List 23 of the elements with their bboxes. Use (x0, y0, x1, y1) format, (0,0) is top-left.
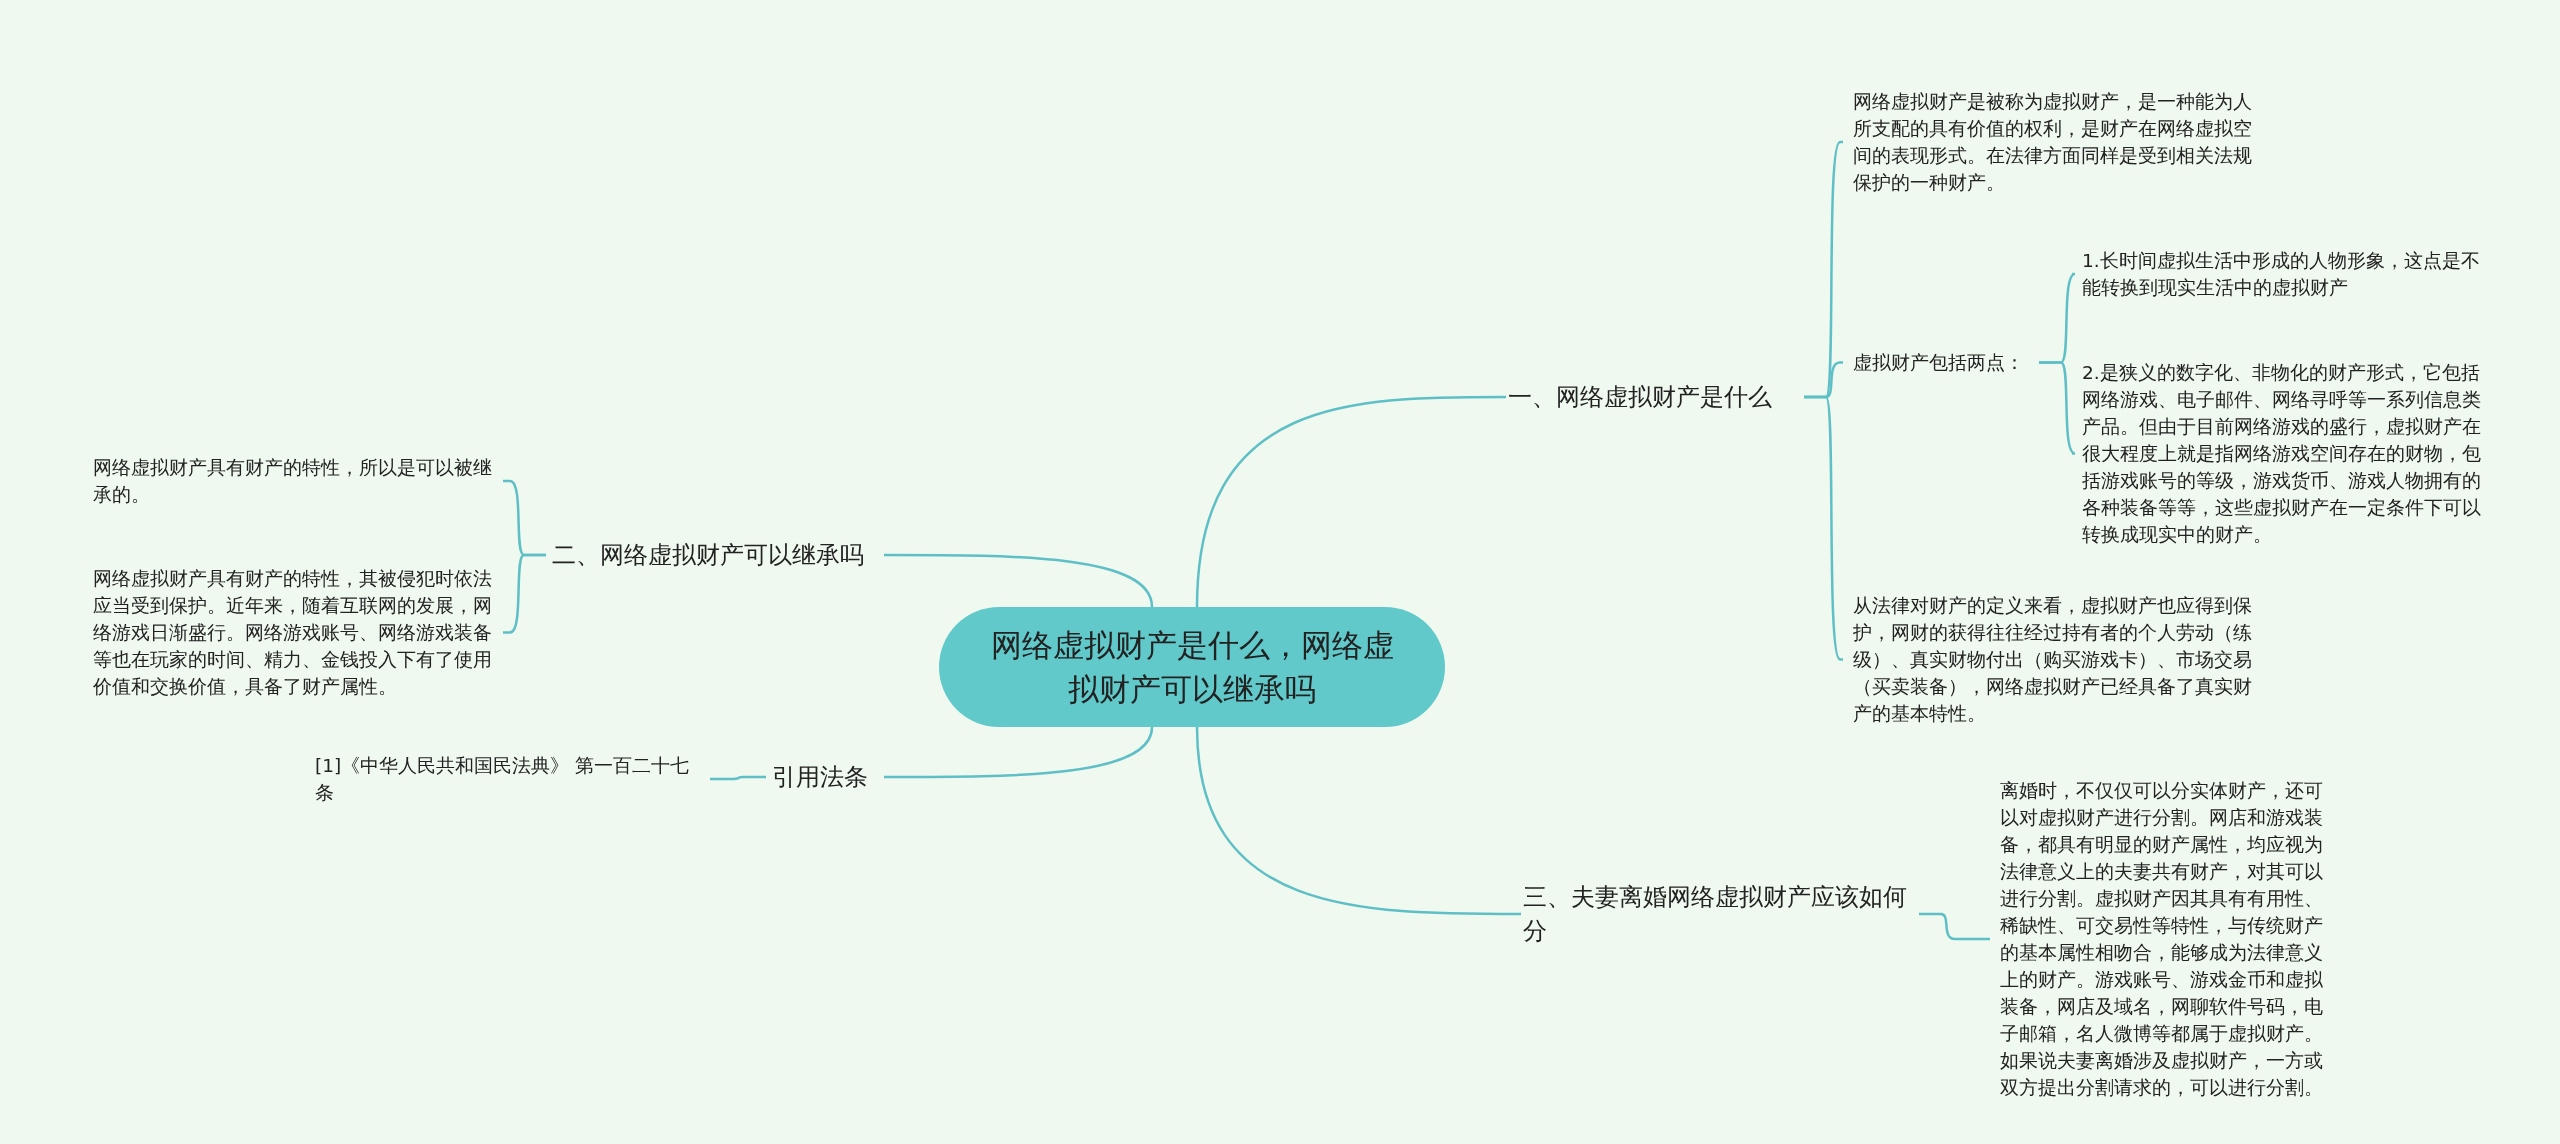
branch-topic: 引用法条 (772, 762, 869, 793)
connector-line (2039, 361, 2077, 455)
branch-topic: 三、夫妻离婚网络虚拟财产应该如何分 (1523, 882, 1908, 947)
note-text: 虚拟财产包括两点： (1853, 351, 2025, 375)
connector-line (1804, 395, 1843, 661)
connector-line (1195, 726, 1521, 916)
note-text: 网络虚拟财产具有财产的特性，其被侵犯时依法应当受到保护。近年来，随着互联网的发展，网络游戏日渐盛行。网络游戏账号、网络游戏装备等也在玩家的时间、精力、金钱投入下有了使用价值和交换价值，具备了财产属性。 (93, 567, 493, 699)
connector-line (503, 553, 546, 634)
note-text: 2.是狭义的数字化、非物化的财产形式，它包括网络游戏、电子邮件、网络寻呼等一系列信息类产品。但由于目前网络游戏的盛行，虚拟财产在很大程度上就是指网络游戏空间存在的财物，包括游戏账号的等级，游戏货币、游戏人物拥有的各种装备等等，这些虚拟财产在一定条件下可以转换成现实中的财产。 (2082, 361, 2482, 547)
central-topic: 网络虚拟财产是什么，网络虚拟财产可以继承吗 (939, 607, 1445, 727)
note-text: 网络虚拟财产具有财产的特性，所以是可以被继承的。 (93, 456, 493, 507)
note-text: [1]《中华人民共和国民法典》 第一百二十七条 (315, 754, 691, 805)
note-text: 从法律对财产的定义来看，虚拟财产也应得到保护，网财的获得往往经过持有者的个人劳动（练级）、真实财物付出（购买游戏卡）、市场交易（买卖装备），网络虚拟财产已经具备了真实财产的基本特性。 (1853, 594, 2253, 726)
connector-line (884, 553, 1154, 608)
note-text: 1.长时间虚拟生活中形成的人物形象，这点是不能转换到现实生活中的虚拟财产 (2082, 249, 2481, 300)
connector-line (1195, 395, 1506, 608)
branch-topic: 一、网络虚拟财产是什么 (1508, 382, 1773, 413)
connector-line (1919, 912, 1990, 941)
note-text: 网络虚拟财产是被称为虚拟财产，是一种能为人所支配的具有价值的权利，是财产在网络虚拟空间的表现形式。在法律方面同样是受到相关法规保护的一种财产。 (1853, 90, 2253, 195)
connector-line (884, 726, 1154, 779)
note-text: 离婚时，不仅仅可以分实体财产，还可以对虚拟财产进行分割。网店和游戏装备，都具有明显的财产属性，均应视为法律意义上的夫妻共有财产，对其可以进行分割。虚拟财产因其具有有用性、稀缺性、可交易性等特性，与传统财产的基本属性相吻合，能够成为法律意义上的财产。游戏账号、游戏金币和虚拟装备，网店及域名，网聊软件号码，电子邮箱，名人微博等都属于虚拟财产。如果说夫妻离婚涉及虚拟财产，一方或双方提出分割请求的，可以进行分割。 (2000, 779, 2324, 1100)
connector-line (710, 775, 766, 781)
branch-topic: 二、网络虚拟财产可以继承吗 (552, 540, 865, 571)
